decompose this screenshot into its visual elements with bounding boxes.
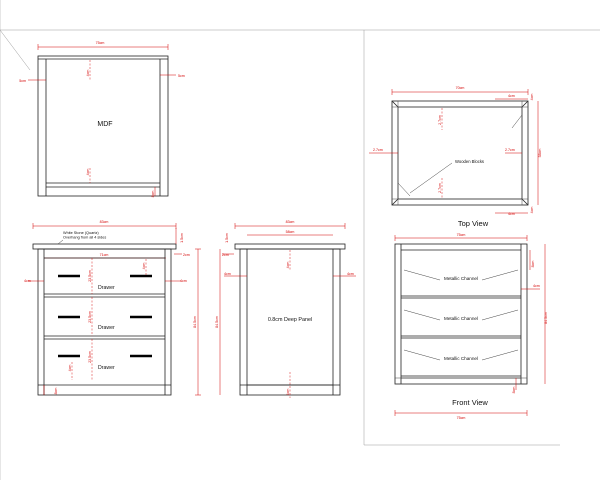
side-top-label-a: 1.5cm xyxy=(225,233,229,243)
frontview-title: Front View xyxy=(452,398,488,407)
front-drawers-view: 83cm White Stone (Quartz) Overhang from … xyxy=(24,220,201,396)
top-view: 70cm 4cm 4cm 2.7cm 2.7cm 2.7cm 2.7cm 58c… xyxy=(369,86,542,228)
drawers-overall-width-label: 83cm xyxy=(100,220,109,224)
side-top-inner-label: 4cm xyxy=(286,262,290,269)
frontview-width-label: 75cm xyxy=(457,233,466,237)
frontview-foot-label: 8cm xyxy=(512,387,516,394)
drawer-label-2: Drawer xyxy=(98,325,115,331)
stone-note-line1: White Stone (Quartz) xyxy=(63,231,99,235)
topview-bottom-corner-label: 4cm xyxy=(530,207,534,214)
drawers-side-left-label: 4cm xyxy=(24,279,31,283)
topview-top-inner-label: 2.7cm xyxy=(438,115,442,125)
drawer-height-1: 23.5cm xyxy=(88,270,92,282)
side-right-label: 4cm xyxy=(347,272,354,276)
frontview-width-bottom-label: 75cm xyxy=(457,416,466,420)
mdf-foot-label: 8cm xyxy=(151,191,155,198)
frontview-side-label: 4cm xyxy=(533,284,540,288)
mdf-panel-label: MDF xyxy=(97,121,112,128)
topview-depth-label: 58cm xyxy=(538,149,542,158)
topview-right-label: 2.7cm xyxy=(505,148,515,152)
channel-label-1: Metallic Channel xyxy=(444,276,478,281)
drawer-label-3: Drawer xyxy=(98,365,115,371)
wooden-blocks-label: Wooden Blocks xyxy=(455,159,484,164)
front-view: 75cm Metallic Channel Metallic Channel M… xyxy=(394,233,548,420)
side-inner-width-label: 58cm xyxy=(286,230,295,234)
drawers-top-label-a: 1.5cm xyxy=(180,233,184,243)
mdf-side-left-label: 5cm xyxy=(19,79,26,83)
side-panel-label: 0.8cm Deep Panel xyxy=(268,317,312,323)
side-height-label: 84.5cm xyxy=(215,316,219,328)
drawers-foot-label: 8cm xyxy=(54,388,58,395)
drawers-inner-width-label: 71cm xyxy=(100,253,109,257)
side-overall-width-label: 83cm xyxy=(286,220,295,224)
topview-width-label: 70cm xyxy=(456,86,465,90)
frontview-top-label: 8cm xyxy=(531,261,535,268)
drawers-top-label-b: 2cm xyxy=(183,253,190,257)
side-bottom-label: 4cm xyxy=(286,389,290,396)
mdf-inner-top-label: 4cm xyxy=(86,70,90,77)
channel-label-3: Metallic Channel xyxy=(444,356,478,361)
channel-label-2: Metallic Channel xyxy=(444,316,478,321)
mdf-width-label: 75cm xyxy=(96,41,105,45)
topview-corner-label: 4cm xyxy=(530,94,534,101)
side-top-label-b: 2cm xyxy=(222,253,229,257)
stone-note-line2: Overhang from all 4 sides xyxy=(63,236,106,240)
topview-bottom-inner-label: 2.7cm xyxy=(438,183,442,193)
drawer-label-1: Drawer xyxy=(98,285,115,291)
drawers-total-height-label: 84.5cm xyxy=(193,316,197,328)
mdf-inner-bottom-label: 4cm xyxy=(86,169,90,176)
mdf-back-view: 75cm 5cm 5cm 4cm 4cm MDF 8cm xyxy=(19,41,185,197)
frontview-height-label: 84.5cm xyxy=(544,312,548,324)
side-left-label: 4cm xyxy=(224,272,231,276)
topview-top-right-label: 4cm xyxy=(508,94,515,98)
drawers-inner-4cm-label: 4cm xyxy=(68,365,72,372)
topview-left-label: 2.7cm xyxy=(373,148,383,152)
topview-title: Top View xyxy=(458,219,489,228)
mdf-side-right-label: 5cm xyxy=(178,74,185,78)
drawer-height-3: 23.5cm xyxy=(88,351,92,363)
drawer-height-2: 23.5cm xyxy=(88,311,92,323)
side-view: 83cm 58cm 1.5cm 2cm 4cm 4cm 4cm 0.8cm De… xyxy=(215,220,356,398)
handle-gap-label: 4cm xyxy=(142,263,146,270)
drawers-side-right-label: 4cm xyxy=(180,279,187,283)
topview-bottom-label: 4cm xyxy=(508,212,515,216)
